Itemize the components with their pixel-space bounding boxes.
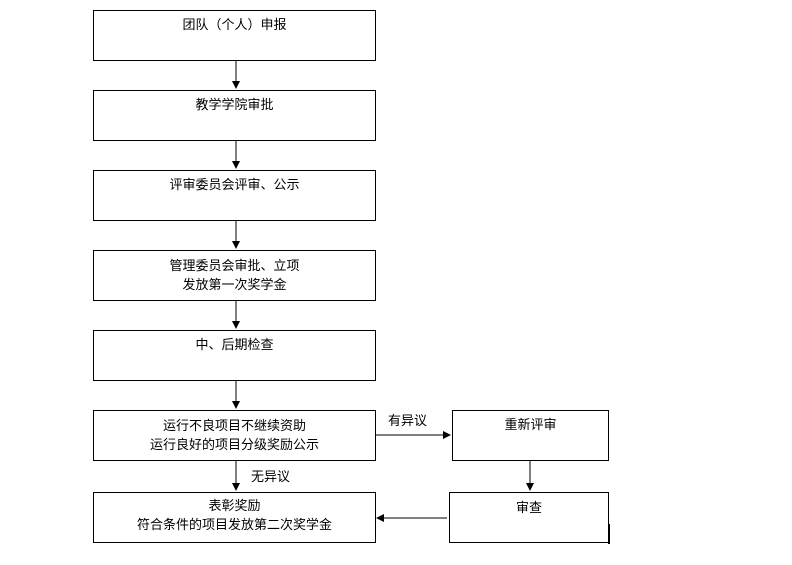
edge-label-no-objection: 无异议 bbox=[251, 470, 291, 485]
step-rating-publicity-line1: 运行不良项目不继续资助 bbox=[162, 419, 306, 434]
step-re-review-label: 重新评审 bbox=[504, 418, 557, 433]
step-re-review: 重新评审 bbox=[452, 410, 609, 461]
step-commendation-line1: 表彰奖励 bbox=[208, 499, 261, 514]
step-rating-publicity-line2: 运行良好的项目分级奖励公示 bbox=[149, 438, 319, 453]
step-commendation: 表彰奖励 符合条件的项目发放第二次奖学金 bbox=[93, 492, 376, 543]
step-management-approval-line1: 管理委员会审批、立项 bbox=[169, 259, 300, 274]
step-committee-review-label: 评审委员会评审、公示 bbox=[169, 178, 300, 193]
step-management-approval-line2: 发放第一次奖学金 bbox=[182, 278, 287, 293]
step-rating-publicity: 运行不良项目不继续资助 运行良好的项目分级奖励公示 bbox=[93, 410, 376, 461]
step-midterm-check: 中、后期检查 bbox=[93, 330, 376, 381]
edge-label-objection: 有异议 bbox=[388, 414, 428, 429]
step-inspection: 审查 bbox=[449, 492, 609, 543]
step-college-approval: 教学学院审批 bbox=[93, 90, 376, 141]
step-midterm-check-label: 中、后期检查 bbox=[195, 338, 274, 353]
step-college-approval-label: 教学学院审批 bbox=[195, 98, 274, 113]
step-management-approval: 管理委员会审批、立项 发放第一次奖学金 bbox=[93, 250, 376, 301]
step-apply-label: 团队（个人）申报 bbox=[182, 18, 287, 33]
step-commendation-line2: 符合条件的项目发放第二次奖学金 bbox=[136, 518, 332, 533]
step-committee-review: 评审委员会评审、公示 bbox=[93, 170, 376, 221]
step-apply: 团队（个人）申报 bbox=[93, 10, 376, 61]
step-inspection-label: 审查 bbox=[515, 501, 542, 516]
